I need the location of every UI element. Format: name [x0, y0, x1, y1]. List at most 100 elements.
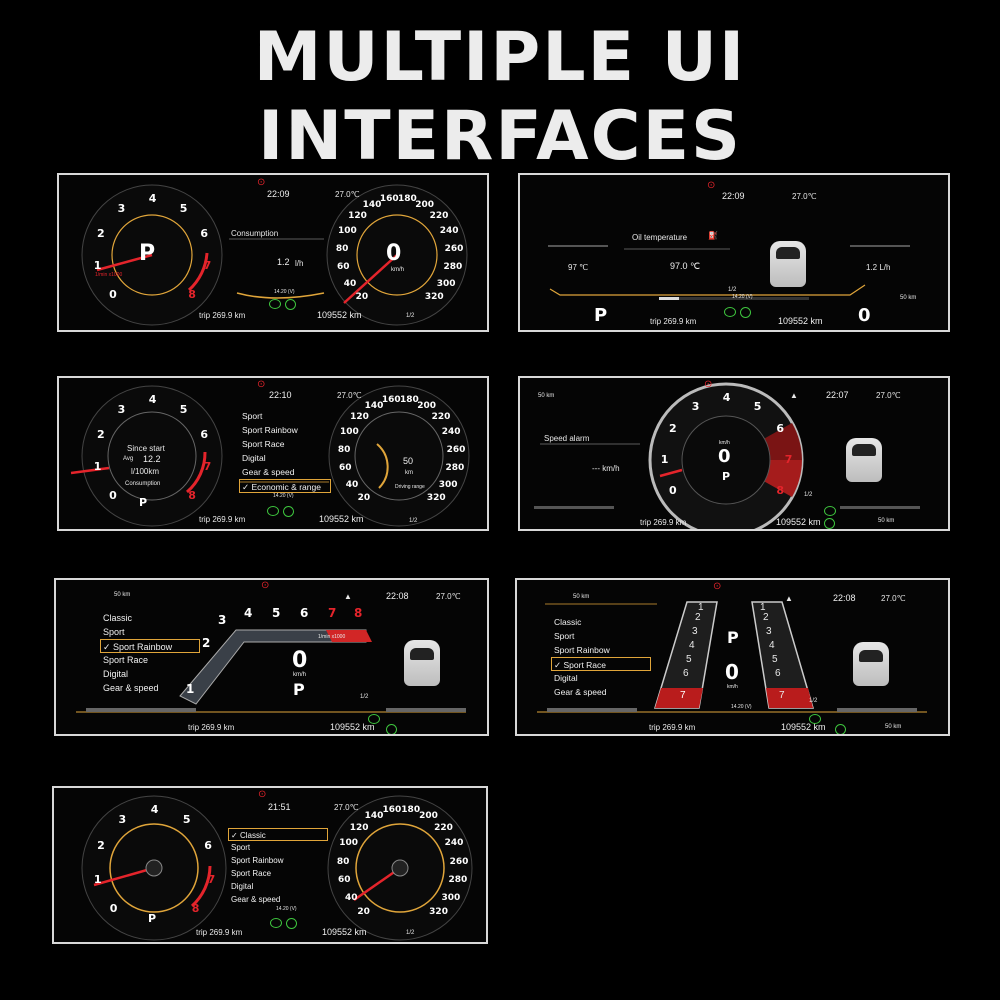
panel-classic-menu[interactable]: ⊙ 21:51 27.0℃ ✓ Classic Sport Sport Rain…: [52, 786, 488, 944]
panel-classic-consumption[interactable]: P 0 km/h 1/min x1000 ⊙ 22:09 27.0℃ Consu…: [57, 173, 489, 332]
panel7-menu-item[interactable]: Sport Rainbow: [231, 856, 284, 865]
panel7-menu-item[interactable]: Sport: [231, 843, 251, 852]
speed-tick: 220: [429, 211, 449, 222]
rpm-tick: 5: [179, 402, 188, 416]
panel6-menu-item[interactable]: Sport: [554, 631, 575, 641]
panel5-range: 50 km: [114, 592, 131, 598]
panel2-oil-value: 97.0 ℃: [670, 261, 701, 271]
panel6-mode-menu[interactable]: Classic Sport Sport Rainbow ✓ Sport Race…: [551, 615, 651, 699]
panel-oil-temperature[interactable]: ⊙ 22:09 27.0℃ Oil temperature ⛽ 97.0 ℃ 9…: [518, 173, 950, 332]
panel6-temp: 27.0℃: [881, 594, 906, 603]
rpm-tick: 6: [204, 839, 212, 853]
panel3-menu-item-selected[interactable]: ✓ Economic & range: [239, 479, 331, 493]
panel3-menu-item[interactable]: Gear & speed: [242, 467, 295, 477]
rpm-tick: 0: [109, 287, 117, 301]
panel6-bars: [537, 601, 927, 713]
rpm-tick: 0: [669, 484, 677, 498]
rpm-tick: 8: [191, 902, 200, 916]
panel5-menu-item[interactable]: Classic: [103, 613, 133, 623]
panel5-menu-item[interactable]: Digital: [103, 669, 129, 679]
panel3-consumption: Consumption: [125, 481, 161, 487]
panel3-menu-item[interactable]: Sport Rainbow: [242, 425, 298, 435]
panel5-menu-item-selected[interactable]: ✓ Sport Rainbow: [100, 639, 200, 653]
panel2-odo: 109552 km: [778, 316, 823, 326]
speed-tick: 60: [338, 462, 352, 473]
panel6-eco-icon: [809, 714, 821, 724]
rpm-tick: 5: [179, 201, 188, 215]
speed-tick: 280: [445, 462, 465, 473]
panel1-brake-icon: ⊙: [257, 177, 266, 188]
panel7-menu-item[interactable]: Gear & speed: [231, 895, 281, 904]
panel5-menu-item[interactable]: Sport Race: [103, 655, 149, 665]
panel5-menu-item[interactable]: Gear & speed: [103, 683, 159, 693]
panel4-odo: 109552 km: [776, 517, 821, 527]
speed-tick: 240: [441, 427, 461, 438]
panel6-fuel: 1/2: [809, 698, 818, 704]
panel5-speed-unit: km/h: [293, 672, 307, 678]
panel7-menu-item[interactable]: Sport Race: [231, 869, 272, 878]
check-icon: ✓: [103, 642, 114, 652]
panel5-mode-menu[interactable]: Classic Sport ✓ Sport Rainbow Sport Race…: [100, 611, 200, 695]
panel1-trip: trip 269.9 km: [199, 311, 246, 320]
rpm-tick: 3: [118, 813, 127, 827]
speed-tick: 40: [345, 892, 358, 903]
speed-tick: 40: [343, 278, 357, 289]
panel2-graphics: [548, 245, 910, 300]
rpm-tick: 5: [272, 606, 281, 620]
panel6-menu-item-selected[interactable]: ✓ Sport Race: [551, 657, 651, 671]
panel3-trip: trip 269.9 km: [199, 515, 246, 524]
panel1-speed-unit: km/h: [391, 267, 405, 273]
panel1-value: 1.2: [277, 257, 290, 267]
panel5-menu-item[interactable]: Sport: [103, 627, 125, 637]
panel7-gear: P: [148, 912, 157, 925]
panel6-menu-item[interactable]: Sport Rainbow: [554, 645, 610, 655]
panel1-fuel: 1/2: [406, 313, 415, 319]
panel6-menu-item[interactable]: Classic: [554, 617, 582, 627]
panel3-menu-item[interactable]: Sport: [242, 411, 263, 421]
speed-tick: 200: [417, 401, 436, 412]
speed-tick: 320: [429, 907, 448, 918]
panel3-distance-unit: km: [405, 470, 413, 476]
panel5-rpm-label: 1/min x1000: [318, 634, 346, 640]
panel6-menu-item[interactable]: Gear & speed: [554, 687, 607, 697]
speed-tick: 80: [336, 856, 350, 867]
panel2-range-small: 14.20 (V): [732, 294, 753, 300]
panel2-eco-icon: [724, 307, 736, 317]
panel3-mode-menu[interactable]: Sport Sport Rainbow Sport Race Digital G…: [239, 409, 331, 493]
panel7-menu-item[interactable]: Digital: [231, 882, 254, 891]
rpm-tick: 6: [200, 226, 209, 240]
speed-tick: 40: [345, 479, 359, 490]
panel2-temp: 27.0℃: [792, 192, 817, 201]
check-icon: ✓: [231, 831, 240, 840]
panel1-time: 22:09: [267, 189, 290, 199]
rpm-tick: 8: [188, 287, 196, 301]
tick: 4: [689, 640, 695, 651]
speed-tick: 100: [339, 838, 358, 849]
panel1-range-small: 14.20 (V): [274, 289, 295, 295]
rpm-tick: 7: [203, 259, 212, 273]
speed-tick: 320: [426, 493, 446, 504]
tick: 2: [763, 612, 769, 623]
tick: 6: [775, 668, 781, 679]
speed-tick: 260: [444, 243, 464, 254]
panel-sport-race[interactable]: 50 km ⊙ ▲ 22:08 27.0℃ Classic Sport Spor…: [515, 578, 950, 736]
speed-tick: 180: [401, 805, 421, 816]
panel7-mode-menu[interactable]: ✓ Classic Sport Sport Rainbow Sport Race…: [228, 828, 328, 906]
panel-sport-rainbow[interactable]: 50 km ⊙ ▲ 22:08 27.0℃ Classic Sport ✓ Sp…: [54, 578, 489, 736]
panel-speed-alarm[interactable]: 50 km ⊙ ▲ 22:07 27.0℃ Speed alarm --- km…: [518, 376, 950, 531]
panel6-trip: trip 269.9 km: [649, 723, 696, 732]
panel4-eco-icon: [824, 506, 836, 516]
panel7-menu-item-selected[interactable]: ✓ Classic: [228, 828, 328, 841]
panel6-menu-item[interactable]: Digital: [554, 673, 578, 683]
panel-economic-range[interactable]: ⊙ 22:10 27.0℃ Sport Sport Rainbow Sport …: [57, 376, 489, 531]
speed-tick: 300: [441, 892, 461, 903]
panel5-stop-icon: [386, 724, 397, 734]
panel3-menu-item[interactable]: Digital: [242, 453, 266, 463]
panel3-menu-item[interactable]: Sport Race: [242, 439, 285, 449]
speed-tick: 60: [338, 875, 351, 886]
panel3-since-start: Since start: [127, 444, 165, 453]
panel1-gear: P: [139, 241, 156, 266]
panel2-stop-icon: [740, 307, 751, 318]
panel6-time: 22:08: [833, 593, 856, 603]
panel3-range-label: Driving range: [395, 484, 425, 490]
